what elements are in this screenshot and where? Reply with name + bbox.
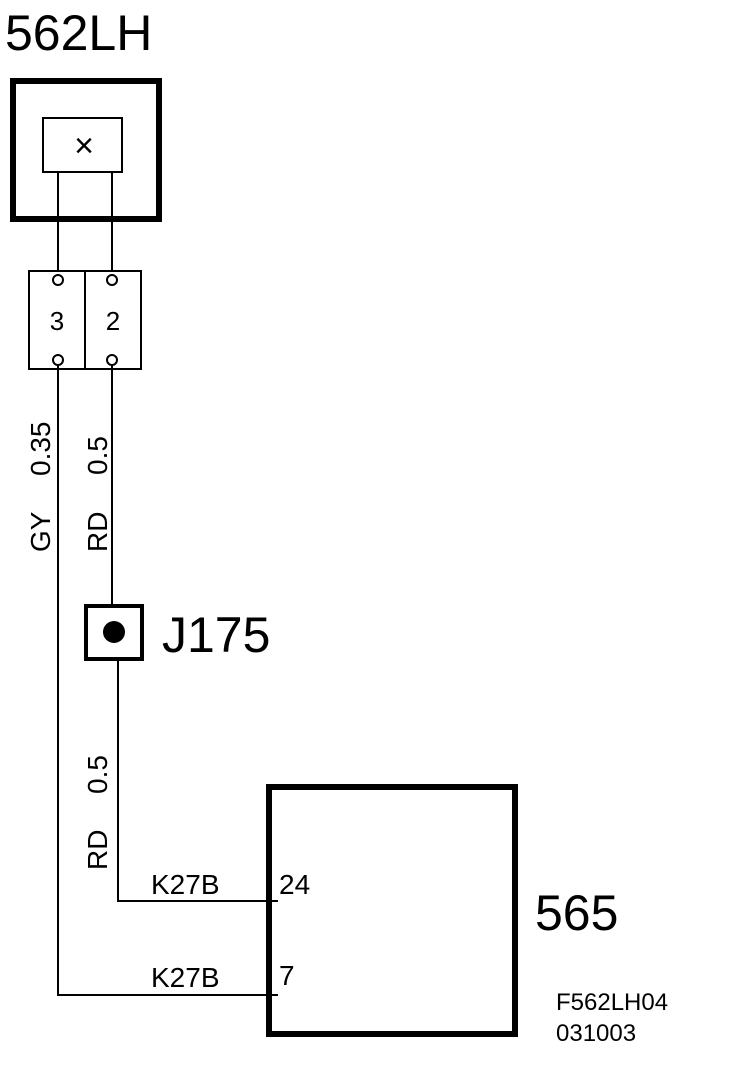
pin2-bottom-terminal xyxy=(106,354,118,366)
wire-k27b-upper-label: K27B xyxy=(151,869,220,900)
pin2-top-terminal xyxy=(106,274,118,286)
wire-rd-lower-color-label: RD xyxy=(82,830,113,870)
connector-pin-3-label: 3 xyxy=(50,306,64,336)
wire-gy-035 xyxy=(57,365,278,996)
wire-rd-lower-size-label: 0.5 xyxy=(82,755,113,794)
splice-j175-label: J175 xyxy=(162,607,270,663)
component-565-box xyxy=(266,784,518,1037)
component-565-pin-7: 7 xyxy=(279,960,295,991)
wire-gy-color-label: GY xyxy=(25,511,56,552)
splice-j175-box xyxy=(84,604,144,661)
wire-rd-lower xyxy=(117,659,278,902)
diagram-date: 031003 xyxy=(556,1020,636,1047)
pin3-bottom-terminal xyxy=(52,354,64,366)
component-562lh-symbol: × xyxy=(74,127,94,165)
component-562lh-inner-box xyxy=(42,117,123,173)
component-562lh-label: 562LH xyxy=(5,5,152,61)
connector-pin-2-label: 2 xyxy=(106,306,120,336)
component-562lh-box xyxy=(10,78,162,222)
diagram-code: F562LH04 xyxy=(556,989,668,1016)
wire-gy-size-label: 0.35 xyxy=(25,422,56,477)
wire-rd-upper-color-label: RD xyxy=(82,512,113,552)
component-565-pin-24: 24 xyxy=(279,869,310,900)
connector-block: 3 2 xyxy=(28,270,142,370)
wire-rd-upper-size-label: 0.5 xyxy=(82,436,113,475)
splice-j175-dot xyxy=(103,621,125,643)
pin3-top-terminal xyxy=(52,274,64,286)
component-565-label: 565 xyxy=(535,885,618,941)
wire-k27b-lower-label: K27B xyxy=(151,962,220,993)
